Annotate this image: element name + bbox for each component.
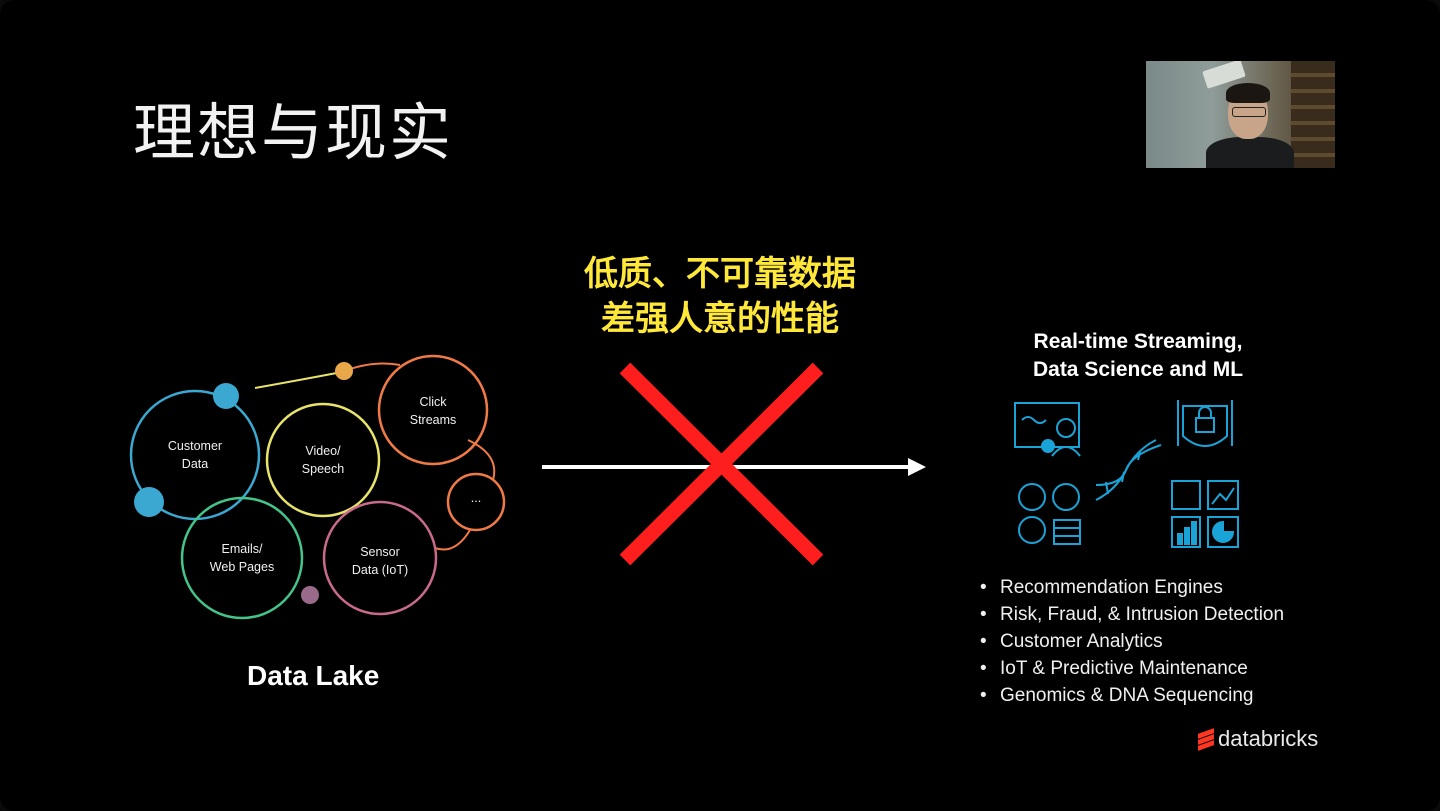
cross-stroke xyxy=(619,362,824,566)
list-item: IoT & Predictive Maintenance xyxy=(978,655,1284,682)
connector-arc xyxy=(467,439,496,481)
brand-name: databricks xyxy=(1218,726,1319,751)
security-lock-icon xyxy=(1177,400,1233,447)
node-dot xyxy=(213,383,239,409)
right-panel-title: Real-time Streaming, Data Science and ML xyxy=(1032,330,1244,381)
flow-arrow-head xyxy=(908,458,926,476)
dna-helix-icon xyxy=(1095,439,1162,501)
webcam-video xyxy=(1146,61,1335,168)
data-lake-label: Data Lake xyxy=(247,660,380,691)
list-item: Customer Analytics xyxy=(978,628,1284,655)
webcam-person-glasses xyxy=(1232,107,1266,117)
databricks-logo: databricks xyxy=(1198,726,1318,752)
list-item: Risk, Fraud, & Intrusion Detection xyxy=(978,601,1284,628)
bubble-label-click: Click Streams xyxy=(409,395,457,427)
bubble-label-video: Video/ Speech xyxy=(301,444,345,476)
charts-grid-icon xyxy=(1171,480,1239,548)
node-dot xyxy=(335,362,353,380)
databricks-mark-icon xyxy=(1198,728,1214,751)
people-data-icon xyxy=(1018,483,1081,545)
bubble-more xyxy=(446,472,506,532)
bubble-emails-web-pages xyxy=(180,496,304,620)
connector-arc xyxy=(434,529,471,551)
node-dot xyxy=(134,487,164,517)
callout-line-1: 低质、不可靠数据 xyxy=(584,254,856,294)
connector-arc xyxy=(254,371,343,389)
bubble-label-emails: Emails/ Web Pages xyxy=(209,542,275,574)
bubble-label-customer: Customer Data xyxy=(167,439,223,471)
analytics-dashboard-icon xyxy=(1014,402,1081,457)
webcam-person-body xyxy=(1206,137,1294,168)
bubble-click-streams xyxy=(377,354,489,466)
bubble-video-speech xyxy=(265,402,381,518)
bubble-label-sensor: Sensor Data (IoT) xyxy=(351,545,409,577)
list-item: Recommendation Engines xyxy=(978,574,1284,601)
callout-warning: 低质、不可靠数据 差强人意的性能 xyxy=(560,252,880,342)
node-dot xyxy=(301,586,319,604)
webcam-person-hair xyxy=(1226,83,1270,103)
use-case-list: Recommendation Engines Risk, Fraud, & In… xyxy=(978,574,1284,709)
bubble-sensor-data xyxy=(322,500,438,616)
slide-title: 理想与现实 xyxy=(133,96,454,169)
list-item: Genomics & DNA Sequencing xyxy=(978,682,1284,709)
bubble-label-more: ... xyxy=(470,491,482,505)
webcam-bookshelf xyxy=(1291,61,1335,168)
callout-line-2: 差强人意的性能 xyxy=(601,299,839,339)
